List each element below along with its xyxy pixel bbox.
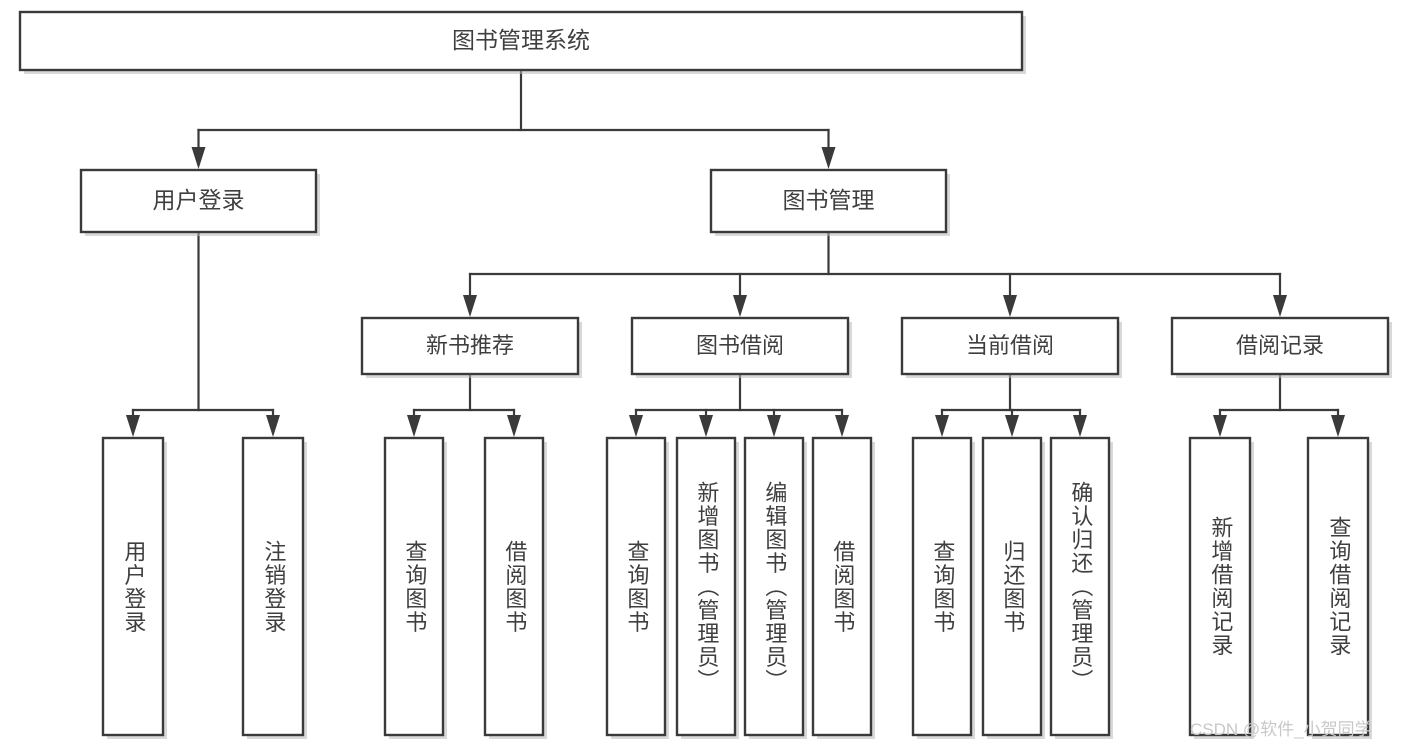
leaf-group-借阅记录-arrow-1 [1331, 415, 1345, 437]
level2-to-level3-arrow-1 [733, 295, 747, 317]
node-label-level3-0: 新书推荐 [426, 333, 514, 358]
leaf-group-当前借阅-arrow-1 [1005, 415, 1019, 437]
node-box-level3-0[interactable] [360, 316, 580, 376]
node-box-leaf-11[interactable] [1188, 436, 1252, 737]
node-label-level3-1: 图书借阅 [696, 333, 784, 358]
node-box-level2-0[interactable] [79, 168, 318, 234]
node-box-leaf-12[interactable] [1306, 436, 1370, 737]
node-box-level3-1[interactable] [630, 316, 850, 376]
leaf-group-新书推荐-arrow-0 [407, 415, 421, 437]
node-box-root[interactable] [18, 10, 1024, 72]
node-label-root: 图书管理系统 [452, 27, 590, 53]
node-box-leaf-2[interactable] [383, 436, 445, 737]
leaf-group-图书借阅-arrow-2 [767, 415, 781, 437]
leaf-group-图书借阅-arrow-0 [629, 415, 643, 437]
leaf-group-图书借阅-arrow-3 [835, 415, 849, 437]
leaf-group-用户登录-arrow-1 [266, 415, 280, 437]
node-box-level3-2[interactable] [900, 316, 1120, 376]
node-box-leaf-0[interactable] [101, 436, 165, 737]
leaf-group-当前借阅-arrow-0 [935, 415, 949, 437]
node-box-leaf-9[interactable] [981, 436, 1043, 737]
node-box-leaf-4[interactable] [605, 436, 667, 737]
level2-to-level3-arrow-3 [1273, 295, 1287, 317]
watermark: CSDN @软件_小贺同学 [1190, 720, 1372, 739]
node-label-level2-1: 图书管理 [783, 187, 875, 213]
node-box-leaf-7[interactable] [811, 436, 873, 737]
node-box-leaf-6[interactable] [743, 436, 805, 737]
node-box-leaf-8[interactable] [911, 436, 973, 737]
node-box-leaf-1[interactable] [241, 436, 305, 737]
node-box-level3-3[interactable] [1170, 316, 1390, 376]
node-box-leaf-5[interactable] [675, 436, 737, 737]
connector-layer [126, 68, 1345, 437]
level2-to-level3-arrow-2 [1003, 295, 1017, 317]
leaf-group-借阅记录-arrow-0 [1213, 415, 1227, 437]
box-layer [18, 10, 1392, 739]
node-box-level2-1[interactable] [709, 168, 948, 234]
node-label-level3-3: 借阅记录 [1236, 333, 1324, 358]
leaf-group-图书借阅-arrow-1 [699, 415, 713, 437]
node-box-leaf-10[interactable] [1049, 436, 1111, 737]
leaf-group-当前借阅-arrow-2 [1073, 415, 1087, 437]
level2-to-level3-arrow-0 [463, 295, 477, 317]
leaf-group-用户登录-arrow-0 [126, 415, 140, 437]
leaf-group-新书推荐-arrow-1 [507, 415, 521, 437]
root-to-level2-arrow-0 [191, 147, 206, 169]
node-label-level3-2: 当前借阅 [966, 333, 1054, 358]
node-label-level2-0: 用户登录 [153, 187, 245, 213]
node-box-leaf-3[interactable] [483, 436, 545, 737]
root-to-level2-arrow-1 [821, 147, 836, 169]
